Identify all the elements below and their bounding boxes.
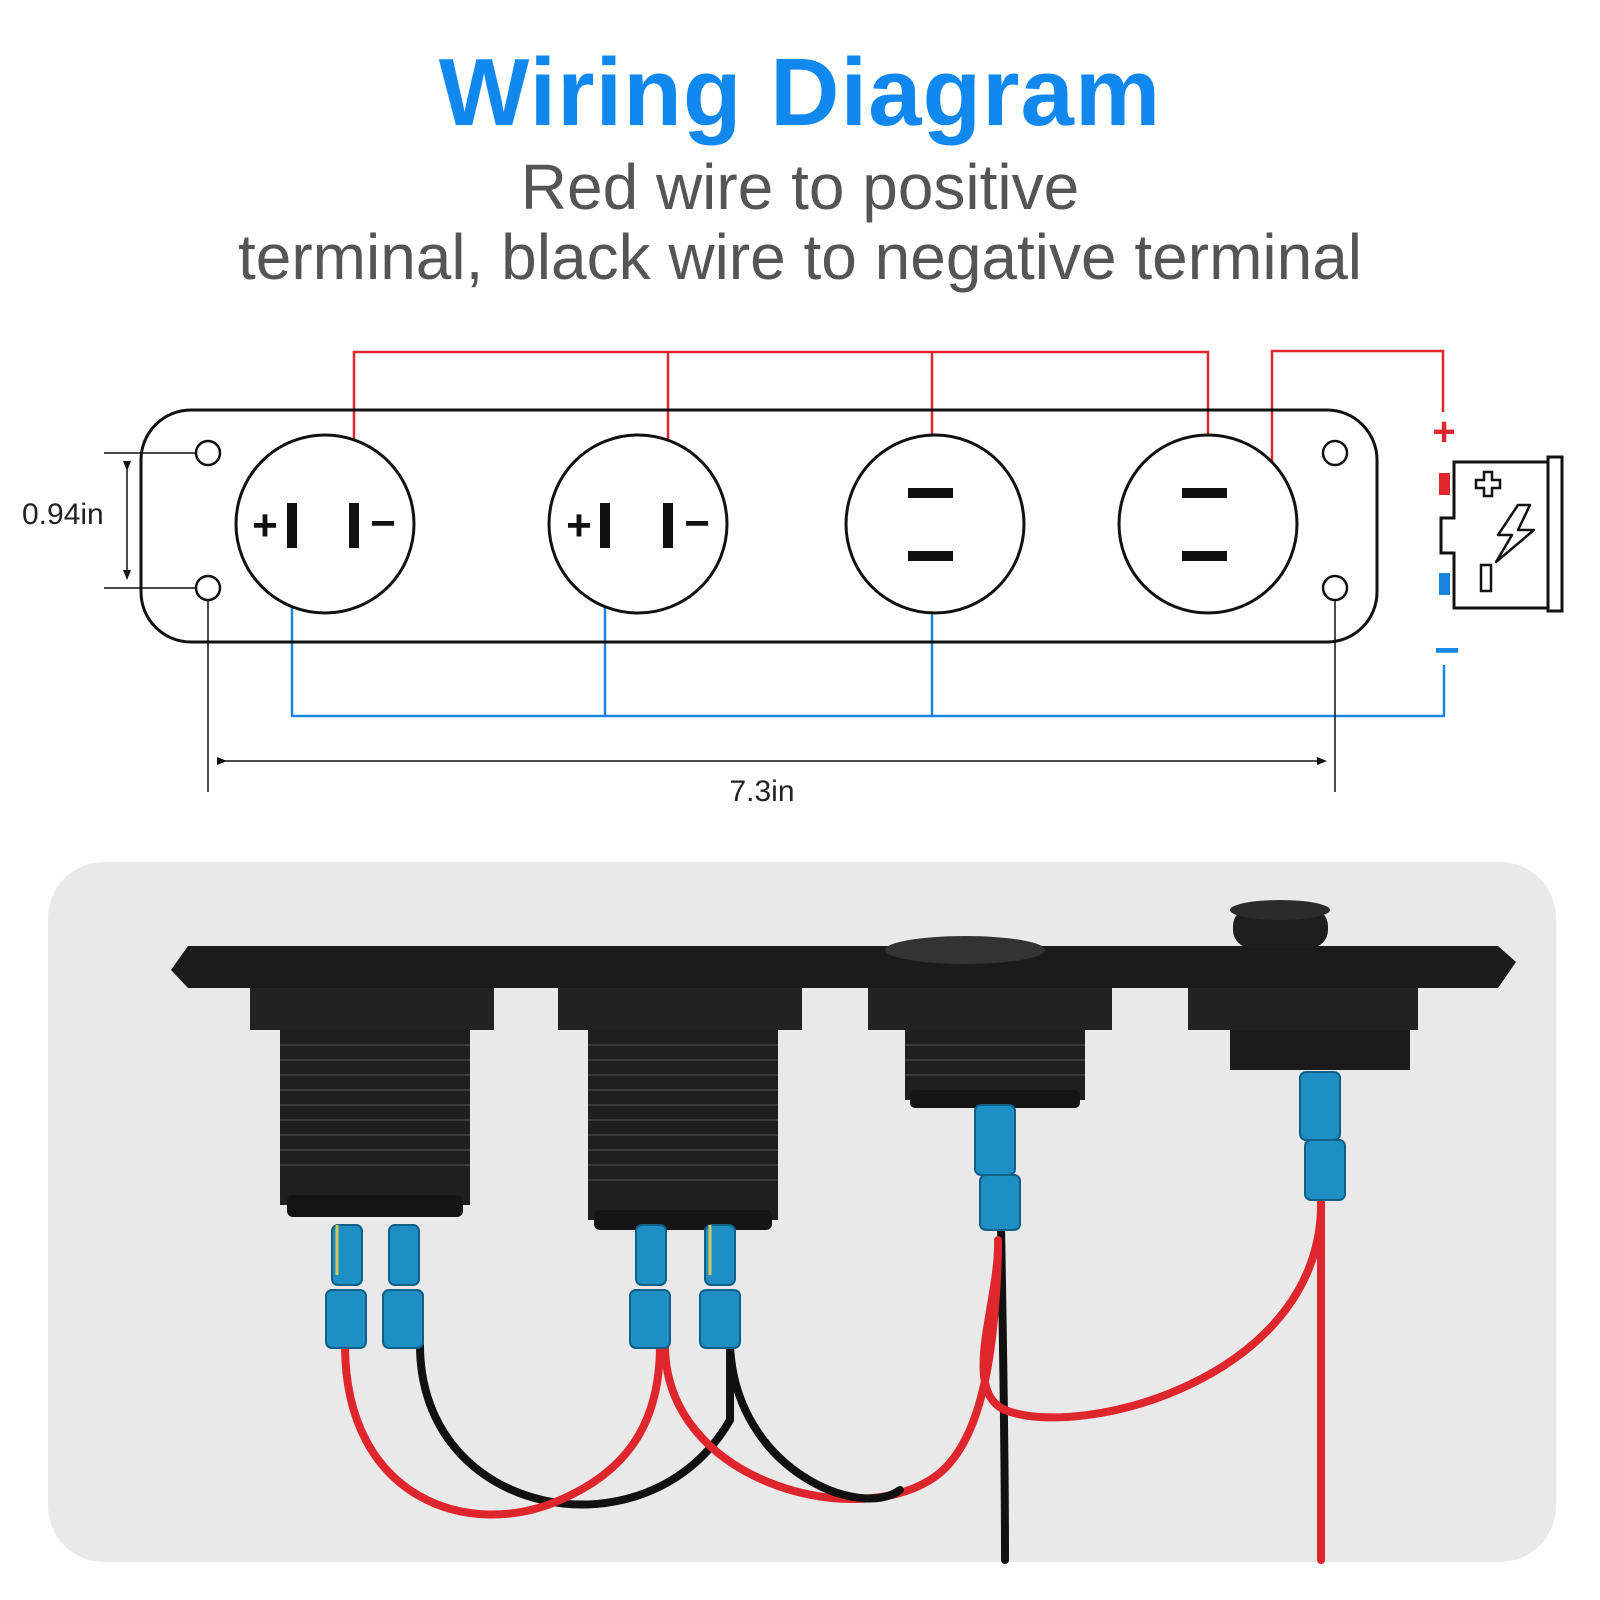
- connector: [1299, 1071, 1341, 1141]
- subtitle-line-1: Red wire to positive: [520, 151, 1080, 223]
- mounting-hole: [1321, 439, 1349, 467]
- socket-2-minus-label: −: [684, 499, 710, 548]
- socket-1-plus-label: +: [252, 501, 278, 550]
- connector: [382, 1289, 424, 1349]
- page-title: Wiring Diagram: [438, 39, 1162, 146]
- width-dimension: [207, 600, 1336, 792]
- mounting-hole: [194, 439, 222, 467]
- subtitle-line-2: terminal, black wire to negative termina…: [237, 221, 1363, 293]
- socket-1-minus-label: −: [370, 499, 396, 548]
- panel-outline: [139, 408, 1379, 644]
- connector: [331, 1224, 363, 1286]
- height-dimension-label: 0.94in: [22, 498, 104, 531]
- battery-icon: + −: [1432, 410, 1564, 675]
- connector: [699, 1289, 741, 1349]
- product-photo: [171, 900, 1516, 1564]
- page-subtitle: Red wire to positive terminal, black wir…: [0, 152, 1600, 292]
- battery-minus-label: −: [1434, 626, 1460, 675]
- mounting-hole: [1321, 574, 1349, 602]
- socket-1: + −: [234, 433, 416, 615]
- socket-3: [844, 433, 1026, 615]
- height-dimension: [104, 452, 196, 589]
- connector: [1304, 1139, 1346, 1201]
- socket-4: [1117, 433, 1299, 615]
- connector: [629, 1289, 671, 1349]
- mounting-hole: [194, 574, 222, 602]
- mounting-holes: [194, 439, 1349, 602]
- connector: [704, 1224, 736, 1286]
- socket-2-plus-label: +: [566, 501, 592, 550]
- width-dimension-label: 7.3in: [729, 775, 794, 808]
- connector: [979, 1174, 1021, 1231]
- connector: [974, 1104, 1016, 1176]
- battery-plus-label: +: [1432, 410, 1455, 454]
- connector: [325, 1289, 367, 1349]
- lightning-icon: [1494, 503, 1536, 564]
- connector: [635, 1224, 667, 1286]
- connector: [388, 1224, 420, 1286]
- socket-2: + −: [547, 433, 729, 615]
